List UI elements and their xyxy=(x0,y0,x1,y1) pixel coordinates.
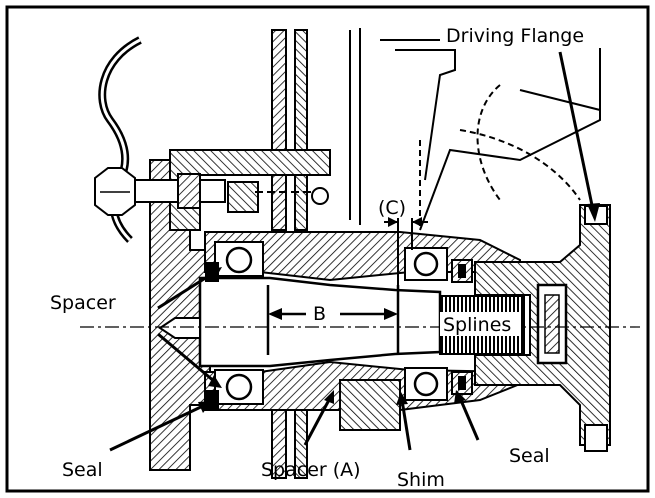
seals xyxy=(205,259,473,410)
seal-right-label: Seal xyxy=(509,445,550,467)
outer-bearing xyxy=(404,247,448,401)
inner-bearing xyxy=(214,241,264,405)
splines-label-bg xyxy=(440,312,520,336)
shaft-nose xyxy=(158,317,201,339)
diagram-frame xyxy=(5,5,650,493)
backing-plate xyxy=(271,29,308,479)
dimension-c-label: (C) xyxy=(378,197,406,219)
splines-label: Splines xyxy=(443,314,511,336)
driving-flange-label-bg xyxy=(440,22,608,48)
spacer-a-label: Spacer (A) xyxy=(261,459,361,481)
seal-left-label: Seal xyxy=(62,459,103,481)
shim-label: Shim xyxy=(397,469,445,491)
spacer-label: Spacer xyxy=(50,292,116,314)
leader-lines xyxy=(109,51,600,452)
chassis-frame xyxy=(349,28,601,231)
hub-nut xyxy=(536,283,568,365)
dimension-b xyxy=(266,285,400,355)
driving-flange-label: Driving Flange xyxy=(446,25,584,47)
dimension-c xyxy=(384,217,428,295)
wheel-stud xyxy=(94,167,329,216)
dimension-b-label: B xyxy=(313,303,326,325)
